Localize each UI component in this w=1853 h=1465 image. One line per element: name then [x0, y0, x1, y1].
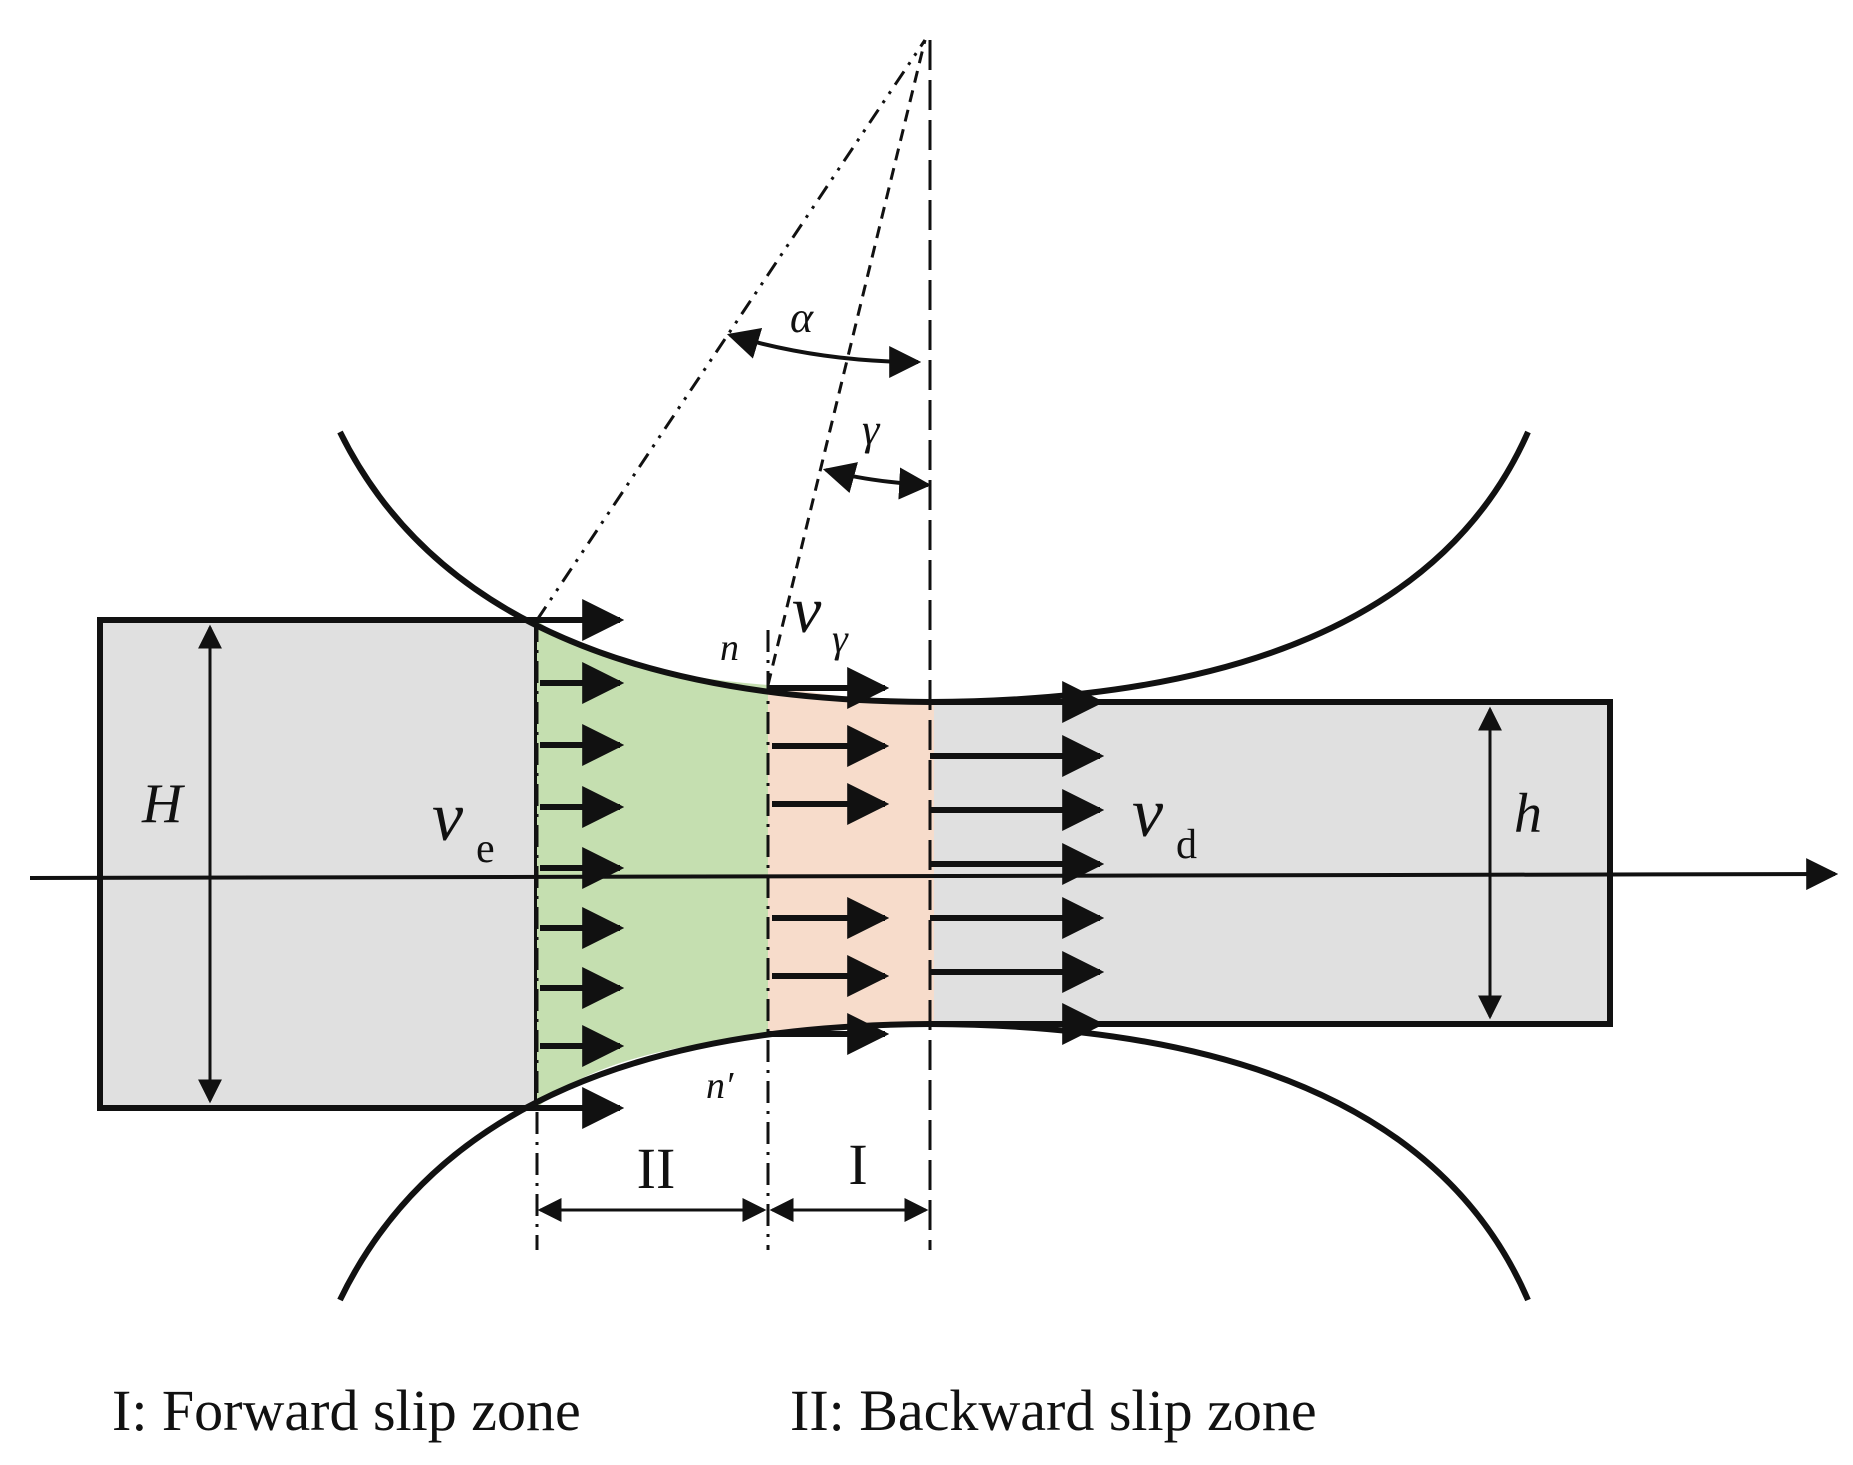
rolling-axis	[29, 858, 1839, 891]
v-gamma-subscript: γ	[832, 616, 849, 661]
n-prime-label: n′	[706, 1065, 734, 1107]
dimension-arrows	[198, 624, 1502, 1222]
gamma-arc	[822, 462, 932, 500]
v-d-label: v	[1132, 775, 1164, 852]
H-label: H	[141, 773, 185, 835]
alpha-label: α	[790, 293, 814, 342]
v-e-label: v	[432, 779, 464, 856]
n-label: n	[720, 627, 739, 669]
backward-slip-zone	[537, 620, 768, 1108]
legend-forward-slip: I: Forward slip zone	[112, 1378, 581, 1443]
legend-backward-slip: II: Backward slip zone	[790, 1378, 1317, 1443]
incoming-strip	[97, 617, 540, 1111]
h-label: h	[1514, 783, 1542, 845]
gamma-label: γ	[862, 405, 881, 454]
velocity-arrows	[537, 599, 1105, 1129]
v-d-subscript: d	[1176, 822, 1197, 868]
zone-I-label: I	[848, 1132, 867, 1197]
forward-slip-zone	[768, 685, 930, 1036]
alpha-arc	[726, 327, 922, 378]
zone-II-label: II	[637, 1136, 676, 1201]
v-e-subscript: e	[476, 826, 495, 872]
v-gamma-label: v	[792, 574, 822, 647]
